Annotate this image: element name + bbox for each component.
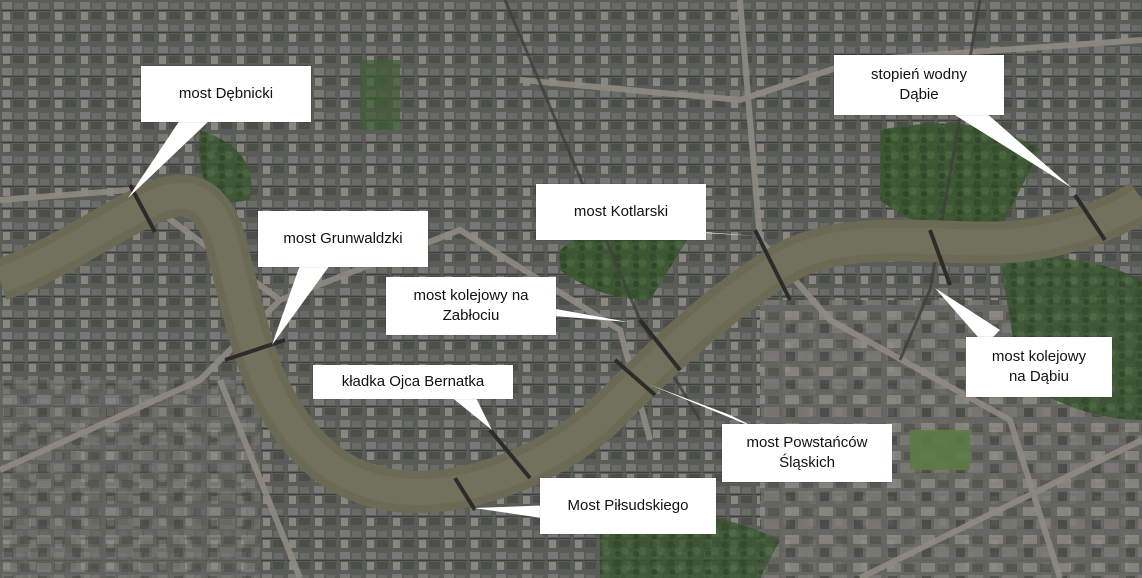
label-most-kolejowy-zabloc: most kolejowy na Zabłociu [386,277,556,335]
label-most-debnicki: most Dębnicki [141,66,311,122]
label-most-kotlarski: most Kotlarski [536,184,706,240]
label-most-kolejowy-dabie: most kolejowy na Dąbiu [966,337,1112,397]
label-stopien-wodny-dabie: stopień wodny Dąbie [834,55,1004,115]
label-most-powstancow-slaskich: most Powstańców Śląskich [722,424,892,482]
label-kladka-ojca-bernatka: kładka Ojca Bernatka [313,365,513,399]
label-most-grunwaldzki: most Grunwaldzki [258,211,428,267]
label-most-pilsudskiego: Most Piłsudskiego [540,478,716,534]
